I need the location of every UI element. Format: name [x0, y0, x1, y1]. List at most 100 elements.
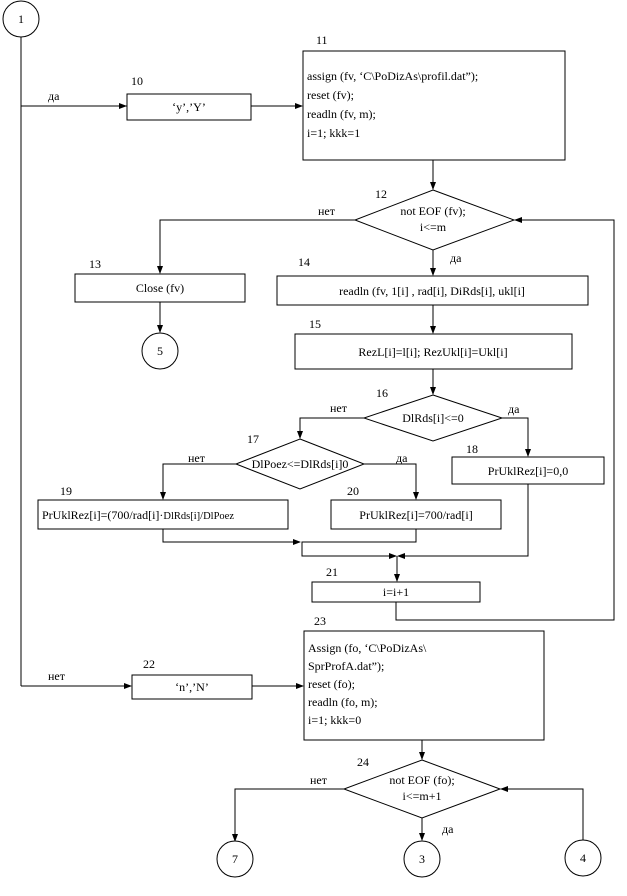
label-yes-16: да — [508, 402, 520, 416]
decision-24-line-2: i<=m+1 — [403, 789, 442, 803]
edge-4-to-24 — [501, 788, 584, 840]
block-14-number: 14 — [298, 255, 310, 269]
connector-7-label: 7 — [232, 852, 238, 866]
arrowhead — [119, 103, 127, 109]
label-yes-24: да — [442, 822, 454, 836]
arrowhead — [525, 449, 531, 457]
connector-5-label: 5 — [157, 344, 163, 358]
block-18 — [451, 456, 605, 485]
label-yes-12: да — [450, 251, 462, 265]
block-23-number: 23 — [314, 614, 326, 628]
block-11-line-2: reset (fv); — [307, 88, 354, 102]
edge-12-to-13 — [159, 219, 355, 273]
arrowhead — [157, 325, 163, 333]
label-no-16: нет — [330, 401, 348, 415]
arrowhead — [430, 268, 436, 276]
arrowhead — [232, 834, 238, 842]
arrowhead — [413, 492, 419, 500]
block-12-number: 12 — [375, 187, 387, 201]
connector-7 — [216, 840, 254, 878]
block-20-text: PrUklRez[i]=700/rad[i] — [359, 508, 472, 522]
edge-20-merge — [301, 529, 417, 557]
arrowhead — [394, 574, 400, 582]
block-23-line-4: readln (fo, m); — [308, 695, 378, 709]
arrowhead — [430, 387, 436, 395]
block-23-line-2: SprProfA.dat”); — [308, 659, 384, 673]
block-22-number: 22 — [143, 657, 155, 671]
block-22 — [131, 674, 253, 700]
block-21-number: 21 — [326, 565, 338, 579]
connector-1-label: 1 — [18, 12, 24, 26]
block-18-text: PrUklRez[i]=0,0 — [488, 464, 568, 478]
block-11 — [302, 50, 566, 161]
decision-12-line-2: i<=m — [420, 220, 447, 234]
block-24-number: 24 — [357, 755, 369, 769]
block-16-number: 16 — [376, 386, 388, 400]
arrowhead — [500, 786, 508, 792]
block-15-number: 15 — [309, 317, 321, 331]
arrowhead — [297, 431, 303, 439]
connector-3 — [403, 840, 441, 878]
arrowhead — [293, 539, 301, 545]
block-11-line-3: readln (fv, m); — [307, 107, 376, 121]
edge-16-to-18 — [502, 417, 529, 456]
edge-17-to-20 — [364, 463, 417, 499]
arrowhead — [295, 103, 303, 109]
block-14-text: readln (fv, 1[i] , rad[i], DiRds[i], ukl… — [339, 284, 525, 298]
block-11-number: 11 — [316, 33, 328, 47]
decision-24-line-1: not EOF (fo); — [389, 773, 454, 787]
decision-16-text: DlRds[i]<=0 — [402, 411, 464, 425]
block-10-number: 10 — [131, 74, 143, 88]
block-15-text: RezL[i]=l[i]; RezUkl[i]=Ukl[i] — [358, 345, 507, 359]
arrowhead — [157, 266, 163, 274]
label-no-24: нет — [310, 773, 328, 787]
block-19 — [37, 499, 289, 530]
edge-18-merge — [398, 484, 529, 557]
decision-16 — [362, 394, 504, 442]
block-10-text: ‘y’,’Y’ — [172, 100, 206, 114]
arrowhead — [397, 553, 405, 559]
arrowhead — [124, 683, 132, 689]
block-18-number: 18 — [466, 442, 478, 456]
block-19-number: 19 — [60, 484, 72, 498]
arrowhead — [430, 182, 436, 190]
edge-21-loop-to-12 — [395, 219, 615, 621]
block-14 — [276, 275, 589, 306]
label-no-12: нет — [318, 204, 336, 218]
block-20 — [330, 499, 502, 530]
block-20-number: 20 — [347, 484, 359, 498]
arrowhead — [296, 683, 304, 689]
connector-4-label: 4 — [580, 851, 586, 865]
block-23-line-1: Assign (fo, ‘C\PoDizAs\ — [308, 641, 427, 655]
block-13-number: 13 — [89, 257, 101, 271]
decision-12-line-1: not EOF (fv); — [400, 204, 465, 218]
edge-24-to-7 — [234, 788, 344, 841]
decision-17-text: DlPoez<=DlRds[i]0 — [252, 457, 349, 471]
arrowhead — [419, 752, 425, 760]
block-10 — [126, 93, 252, 121]
arrowhead — [389, 553, 397, 559]
label-no-22: нет — [48, 669, 66, 683]
connector-3-label: 3 — [419, 852, 425, 866]
connector-5 — [141, 332, 179, 370]
block-23 — [303, 630, 545, 741]
block-19-text: PrUklRez[i]=(700/rad[i]·DlRds[i]/DlPoez — [42, 508, 234, 522]
block-11-line-4: i=1; kkk=1 — [307, 126, 360, 140]
block-23-line-5: i=1; kkk=0 — [308, 713, 361, 727]
block-15 — [294, 333, 573, 370]
block-22-text: ‘n’,’N’ — [175, 680, 209, 694]
label-yes-10: да — [48, 89, 60, 103]
arrowhead — [160, 492, 166, 500]
block-19-text-small: DlRds[i]/DlPoez — [163, 511, 234, 522]
arrowhead — [514, 217, 522, 223]
arrowhead — [419, 833, 425, 841]
arrowhead — [430, 326, 436, 334]
label-no-17: нет — [188, 451, 206, 465]
block-21-text: i=i+1 — [383, 585, 409, 599]
block-17-number: 17 — [247, 432, 259, 446]
edge-16-to-17 — [299, 417, 364, 438]
label-yes-17: да — [396, 451, 408, 465]
edge-17-to-19 — [162, 463, 236, 499]
block-19-text-main: PrUklRez[i]=(700/rad[i]· — [42, 508, 163, 522]
